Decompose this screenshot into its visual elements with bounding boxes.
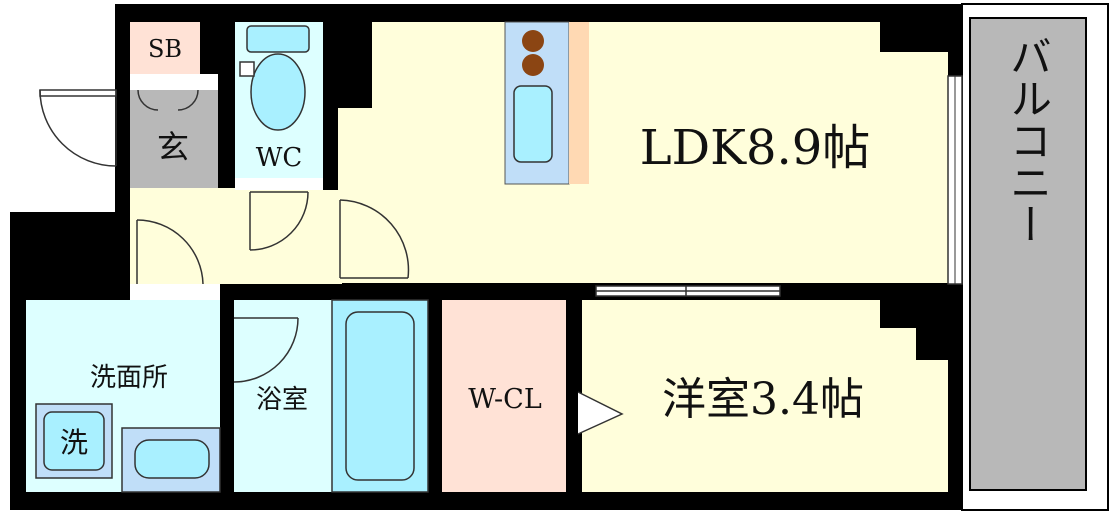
washing-machine-icon	[35, 403, 113, 479]
doors	[39, 89, 781, 435]
balcony-area	[969, 17, 1087, 491]
entrance-sill	[130, 74, 218, 90]
washroom-door-swing	[136, 219, 204, 285]
shoebox-door-icon	[137, 89, 199, 111]
walk-in-closet-label: W-CL	[468, 384, 542, 415]
toilet-threshold	[235, 178, 323, 190]
western-room-label: 洋室3.4帖	[662, 374, 864, 425]
toilet-label: WC	[256, 143, 303, 173]
bath-door-swing	[233, 317, 299, 383]
ldk-door-swing	[339, 199, 410, 279]
washer-label: 洗	[60, 426, 88, 459]
toilet-icon	[239, 25, 310, 131]
western-room	[582, 300, 948, 492]
shoe-box	[130, 22, 200, 74]
kitchen-splash	[569, 22, 589, 184]
stove-burner-icon	[522, 54, 544, 76]
front-door-swing	[39, 89, 117, 167]
balcony-label: バルコニー	[1004, 35, 1053, 245]
washroom-door-sill	[130, 284, 220, 300]
entrance-label: 玄	[157, 128, 189, 166]
western-door-icon	[577, 391, 624, 435]
entrance-area	[130, 90, 218, 188]
washbasin-icon	[121, 427, 221, 493]
ldk-room	[338, 22, 948, 283]
kitchen	[504, 21, 589, 185]
walk-in-closet	[442, 300, 566, 492]
sink-icon	[513, 85, 553, 163]
bathtub-icon	[331, 299, 429, 493]
hallway	[130, 188, 322, 284]
bathroom-label: 浴室	[256, 385, 308, 415]
ldk-label: LDK8.9帖	[640, 120, 871, 176]
washroom-label: 洗面所	[90, 363, 168, 393]
shoe-box-label: SB	[148, 35, 182, 63]
hallway-door-gap	[322, 190, 342, 284]
stove-burner-icon	[522, 30, 544, 52]
front-door-icon	[39, 89, 117, 97]
toilet-door-swing	[249, 191, 309, 251]
